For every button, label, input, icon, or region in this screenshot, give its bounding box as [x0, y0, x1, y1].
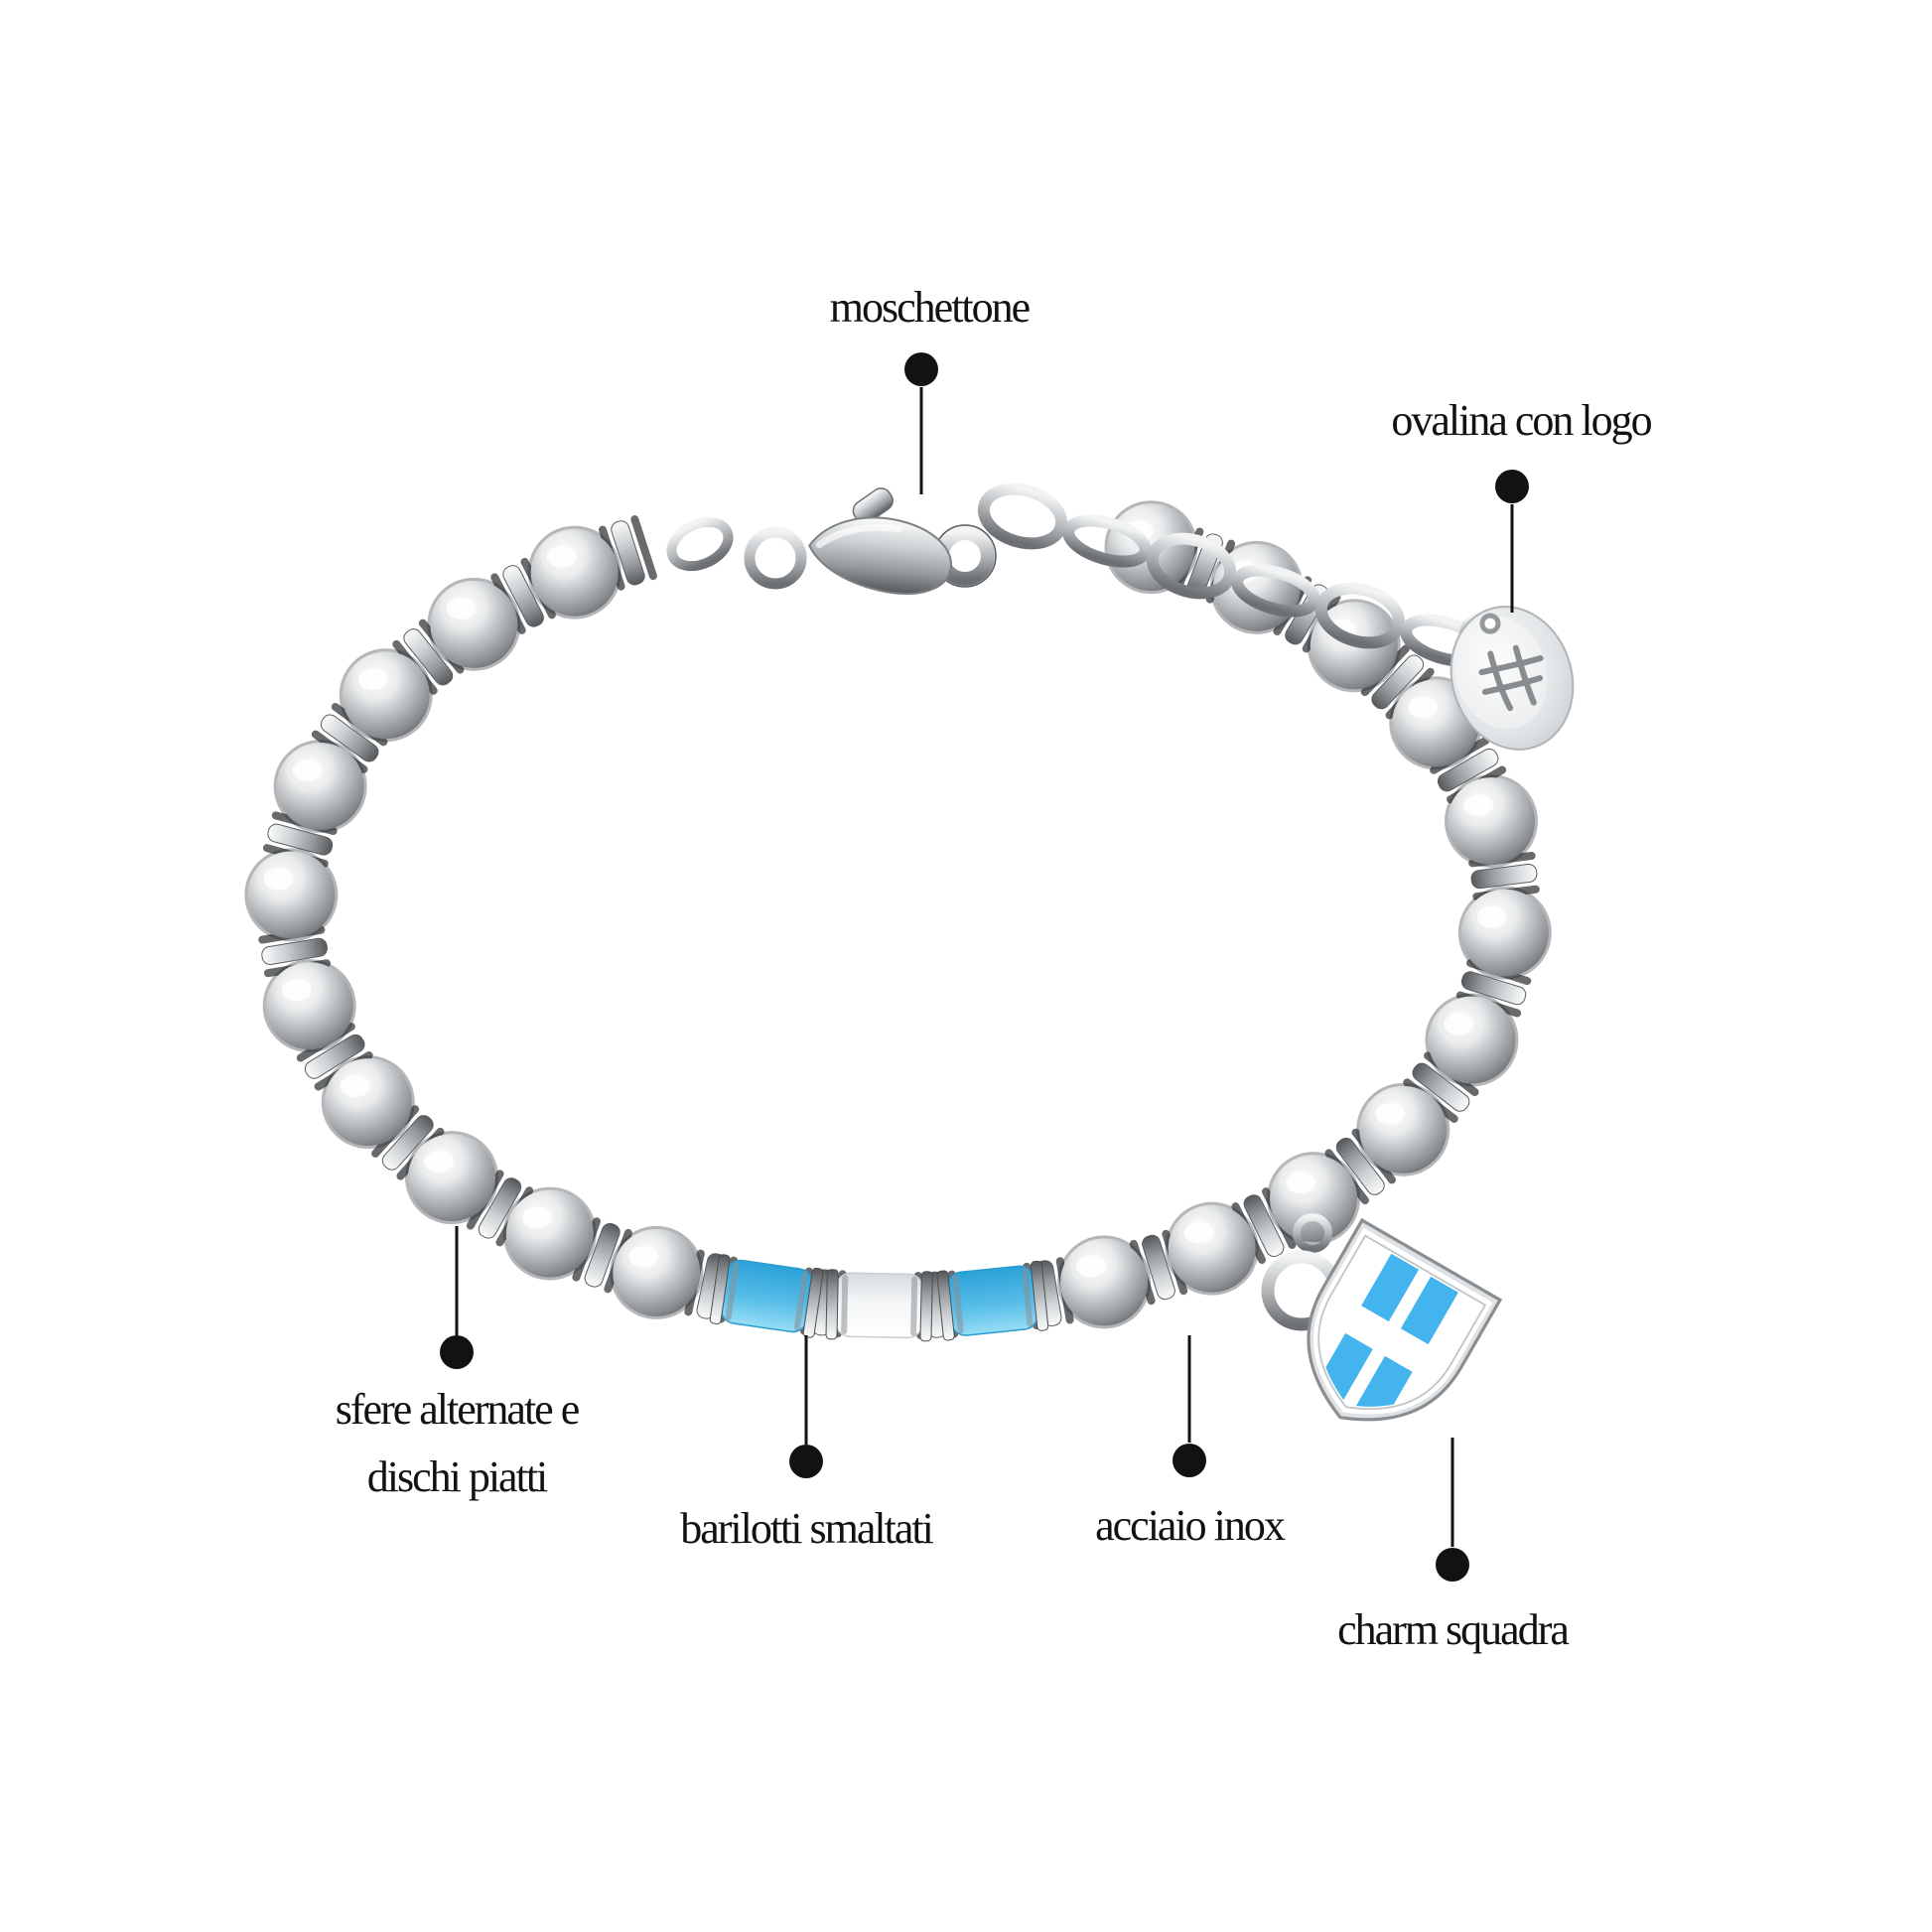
callout-dot	[789, 1445, 823, 1478]
stopper-link	[1293, 1213, 1332, 1253]
team-shield-charm	[1261, 1213, 1503, 1435]
bead-strand	[244, 500, 1552, 1342]
label-line-1: sfere alternate e	[335, 1385, 580, 1434]
label-line-2: dischi piatti	[366, 1452, 549, 1501]
label-ovalina-con-logo: ovalina con logo	[1391, 396, 1652, 445]
callout-dot	[1436, 1548, 1469, 1582]
logo-tag	[1449, 606, 1575, 751]
label-sfere-alternate: sfere alternate e dischi piatti	[335, 1376, 580, 1511]
callout-dot	[1173, 1444, 1206, 1477]
label-charm-squadra: charm squadra	[1337, 1605, 1570, 1654]
callout-line	[1450, 1438, 1454, 1547]
callout-dot	[440, 1335, 474, 1369]
label-moschettone: moschettone	[829, 283, 1031, 332]
callout-line	[1187, 1335, 1191, 1443]
callout-dot	[904, 352, 938, 386]
extension-chain	[977, 483, 1504, 667]
label-acciaio-inox: acciaio inox	[1095, 1501, 1286, 1550]
callout-dot	[1495, 470, 1529, 503]
callout-line	[455, 1226, 459, 1335]
hash-logo-icon	[1478, 644, 1544, 712]
callout-line	[919, 387, 923, 494]
shield	[1307, 1217, 1503, 1435]
callout-line	[804, 1335, 808, 1445]
lobster-clasp	[666, 487, 997, 595]
label-barilotti-smaltati: barilotti smaltati	[680, 1504, 934, 1553]
enamel-barrels	[709, 1254, 1049, 1342]
callout-line	[1510, 504, 1514, 613]
steel-spheres	[244, 500, 1552, 1329]
